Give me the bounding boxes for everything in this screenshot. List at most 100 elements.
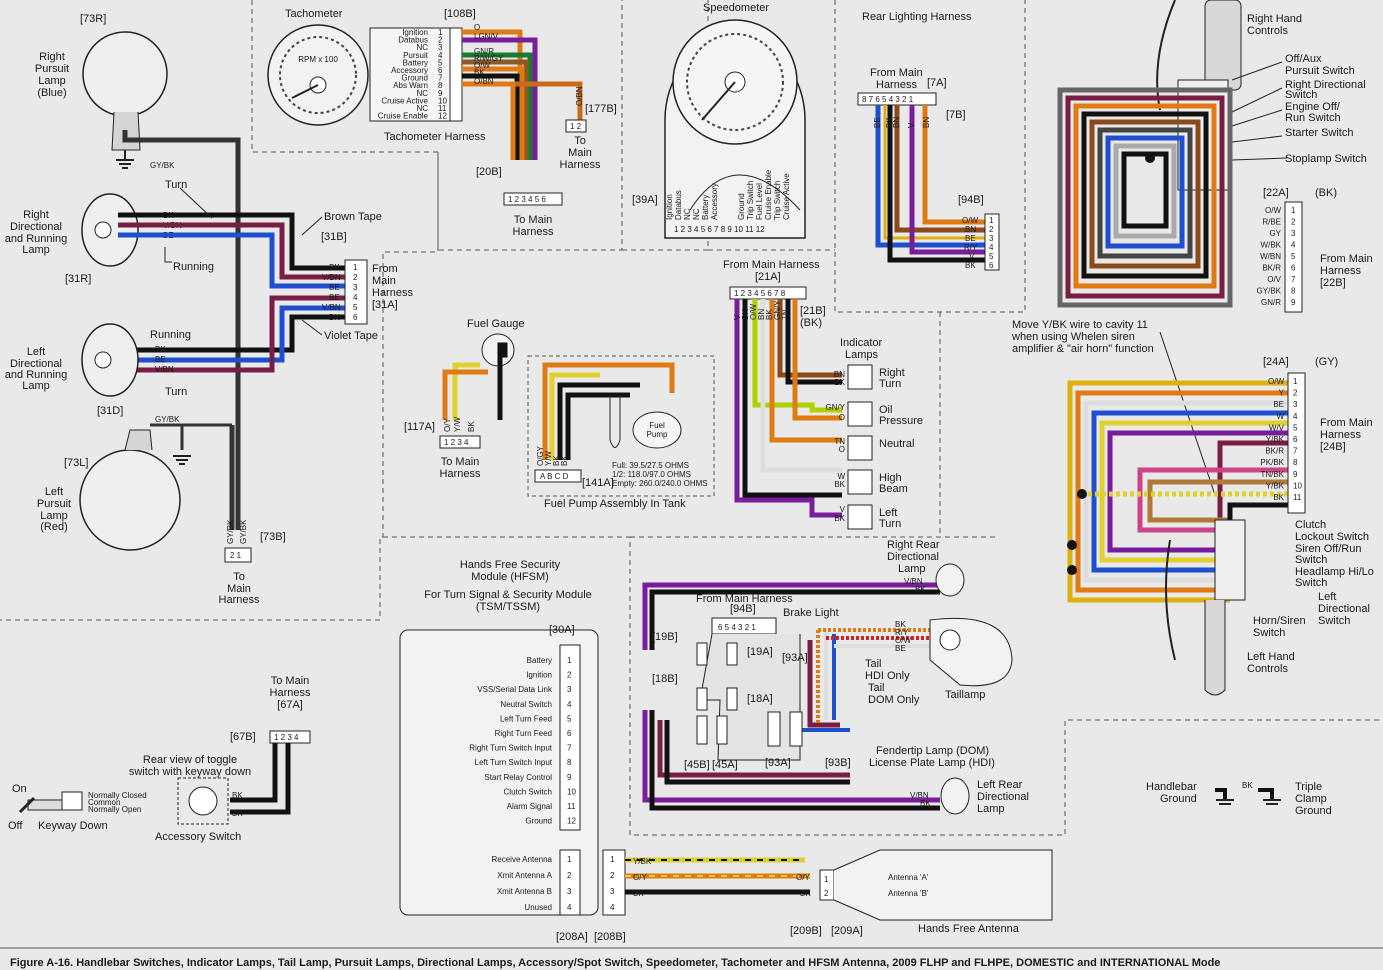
tw4: BE: [895, 644, 906, 653]
conn-31r: [31R]: [65, 273, 91, 285]
hfsm-pin-num: 1: [567, 656, 572, 665]
note-3: amplifier & "air horn" function: [1012, 343, 1154, 355]
hfsm-pin-num: 3: [567, 685, 572, 694]
hfsm-pin-label: Ground: [525, 817, 552, 826]
left-pursuit-label-4: (Red): [40, 521, 68, 533]
tail-4: DOM Only: [868, 694, 920, 706]
hfsm-pin-num: 7: [567, 744, 572, 753]
conn-19b: [19B]: [652, 631, 678, 643]
hfsm-pin-num: 9: [567, 773, 572, 782]
right-dir-label-1: Right: [23, 209, 49, 221]
hfsm-ant-pin-num: 4: [567, 903, 572, 912]
lh-label: Switch: [1295, 577, 1327, 589]
speedo-pin-label: Accessory: [710, 183, 719, 220]
hfsm-pin-num: 12: [567, 817, 576, 826]
rh-title-1: Right Hand: [1247, 13, 1302, 25]
hfsm-pin-num: 6: [567, 729, 572, 738]
right-pursuit-label-1: Right: [39, 51, 65, 63]
indicator-vert-wire: BN: [757, 309, 766, 320]
acc-on: On: [12, 783, 27, 795]
left-pursuit-label-3: Lamp: [40, 510, 68, 522]
indicator-label: Left: [879, 507, 897, 519]
brown-tape-label: Brown Tape: [324, 211, 382, 223]
indicator-lamp-icon: [847, 401, 873, 427]
conn-22a-col: (BK): [1315, 187, 1337, 199]
speedo-pin-label: NC: [692, 208, 701, 220]
fuel-to-main-2: Harness: [440, 468, 481, 480]
gnd-hb-2: Ground: [1160, 793, 1197, 805]
fuel-full: Full: 39.5/27.5 OHMS: [612, 461, 689, 470]
gybk-label-2: GY/BK: [155, 415, 180, 424]
lh-pin-num: 8: [1293, 458, 1298, 467]
gybk-label: GY/BK: [150, 161, 175, 170]
gnd-hb-1: Handlebar: [1146, 781, 1197, 793]
turn-label-1: Turn: [165, 179, 187, 191]
indicator-wire: O: [839, 413, 845, 422]
indicator-lamp-icon: [847, 364, 873, 390]
taillamp-label: Taillamp: [945, 689, 985, 701]
aw-bk2: BK: [800, 889, 811, 898]
indicator-wire: GN/Y: [825, 403, 845, 412]
c31-w5: V/BN: [322, 303, 341, 312]
lh-pin-num: 6: [1293, 435, 1298, 444]
lh-label: Directional: [1318, 603, 1370, 615]
svg-text:4: 4: [353, 293, 358, 302]
pump-label-1: Fuel: [649, 421, 665, 430]
rh-wire: O/V: [1267, 275, 1281, 284]
left-pursuit-lamp: [79, 449, 181, 551]
conn-209b: [209B]: [790, 925, 822, 937]
rr-vbn: V/BN: [904, 577, 923, 586]
rh-label: Run Switch: [1285, 112, 1341, 124]
conn-31b: [31B]: [321, 231, 347, 243]
left-pursuit-label-1: Left: [45, 486, 63, 498]
aw-bk: BK: [633, 889, 644, 898]
right-pursuit-lamp: [82, 31, 168, 117]
conn-67b: [67B]: [230, 731, 256, 743]
tw-obn: O/BN: [474, 77, 494, 86]
gnd-tc-1: Triple: [1295, 781, 1322, 793]
hfsm-pin-label: Ignition: [526, 671, 552, 680]
lh-pin-num: 9: [1293, 470, 1298, 479]
running-label-2: Running: [150, 329, 191, 341]
ind-from-2: [21A]: [755, 271, 781, 283]
running-label-1: Running: [173, 261, 214, 273]
indicator-lamp-icon: [847, 504, 873, 530]
lr-dir-3: Lamp: [977, 803, 1005, 815]
rh-label: Off/Aux: [1285, 53, 1322, 65]
svg-text:2: 2: [610, 871, 615, 880]
acc-keyway: Keyway Down: [38, 820, 108, 832]
fender-2: License Plate Lamp (HDI): [869, 757, 995, 769]
rr-dir-2: Directional: [887, 551, 939, 563]
indicator-label: Oil: [879, 404, 892, 416]
fender-1: Fendertip Lamp (DOM): [876, 745, 989, 757]
conn-21b-col: (BK): [800, 317, 822, 329]
lh-wire: Y/BK: [1266, 481, 1285, 490]
rl-pins: 8 7 6 5 4 3 2 1: [862, 95, 914, 104]
fw-bk: BK: [467, 421, 476, 432]
svg-text:2: 2: [824, 889, 829, 898]
conn-21b: [21B]: [800, 305, 826, 317]
turn-label-2: Turn: [165, 386, 187, 398]
right-dir-label-4: Lamp: [22, 244, 50, 256]
tach-pin-label: Abs Warn: [393, 81, 428, 90]
rh-from-3: [22B]: [1320, 277, 1346, 289]
fw-oy: O/Y: [443, 418, 452, 432]
lh-label: Switch: [1295, 554, 1327, 566]
lh-label: Siren Off/Run: [1295, 543, 1361, 555]
hfsm-pin-num: 4: [567, 700, 572, 709]
acc-common: Common: [88, 798, 120, 807]
indicator-label: Neutral: [879, 438, 914, 450]
svg-text:2: 2: [353, 273, 358, 282]
conn-45b: [45B]: [684, 759, 710, 771]
left-dir-label-2: Directional: [10, 358, 62, 370]
svg-text:6: 6: [353, 313, 358, 322]
hfsm-ant-pin-label: Xmit Antenna B: [497, 887, 552, 896]
tail-2: HDI Only: [865, 670, 910, 682]
rear-pins: 6 5 4 3 2 1: [718, 623, 756, 632]
acc-pins: 1 2 3 4: [274, 733, 299, 742]
lh-from-1: From Main: [1320, 417, 1373, 429]
lr-vbn: V/BN: [910, 791, 929, 800]
